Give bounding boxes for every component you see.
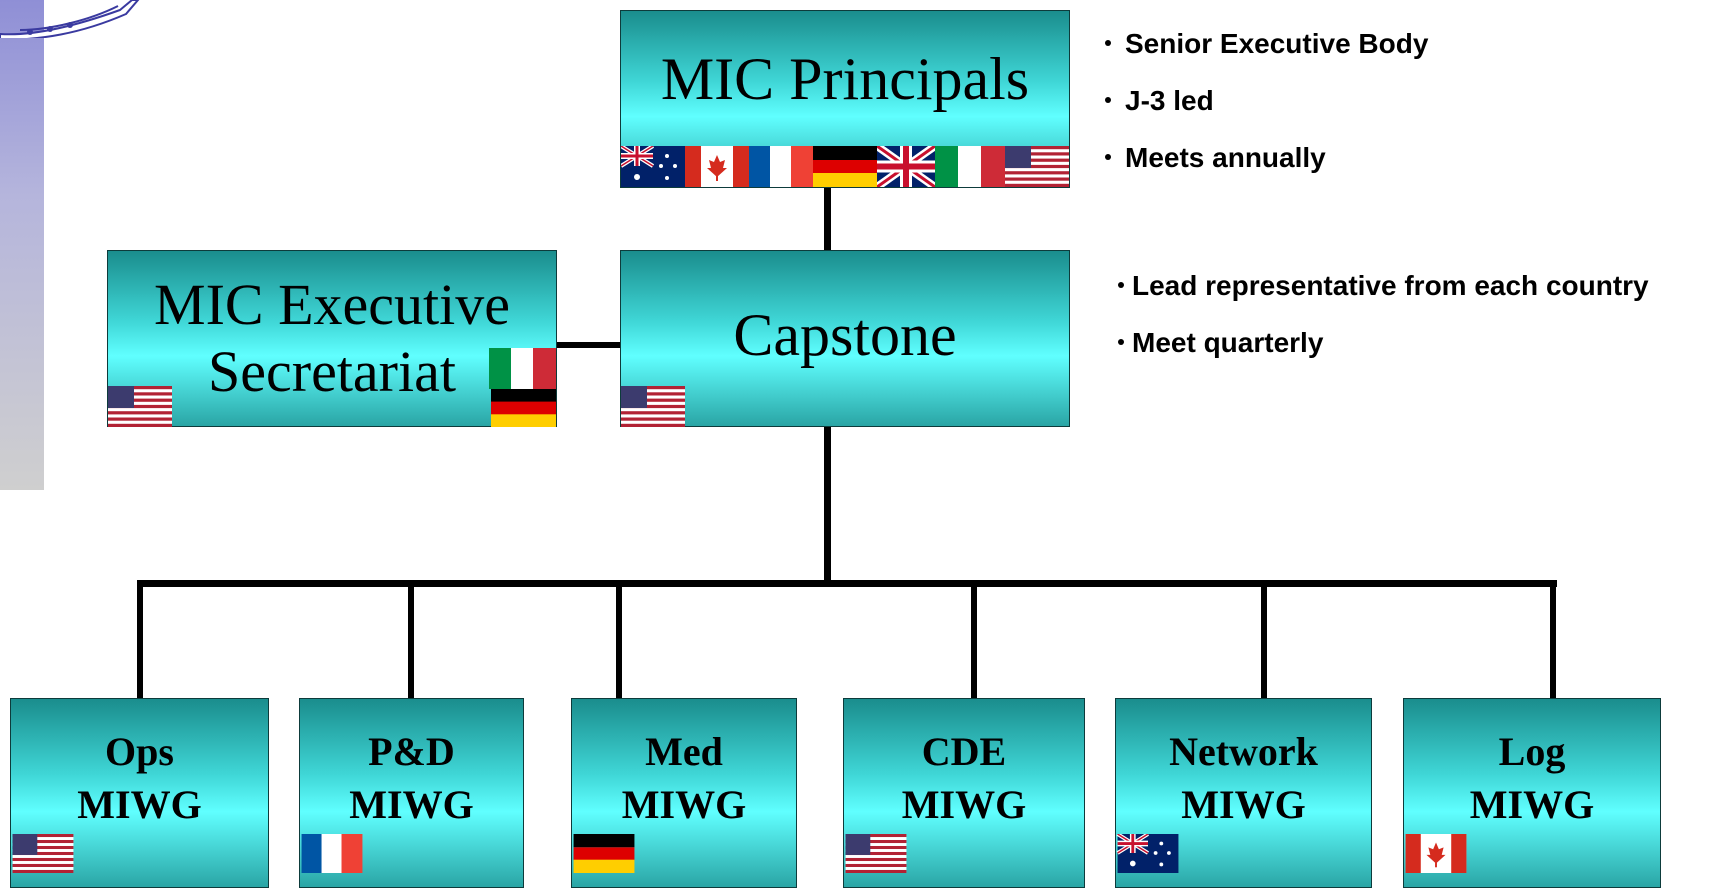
note-item: J-3 led (1105, 85, 1214, 117)
note-text: Lead representative from each country (1132, 270, 1649, 301)
us-flag (12, 834, 74, 873)
note-text: Meets annually (1125, 142, 1326, 173)
node-title-line2: MIWG (349, 782, 474, 827)
canada-flag (685, 146, 749, 187)
france-flag (749, 146, 813, 187)
us-flag (108, 386, 172, 427)
germany-flag (573, 834, 635, 873)
connector-principals-capstone (824, 188, 831, 250)
connector-drop-med (616, 580, 622, 698)
node-title-line1: Log (1498, 729, 1566, 774)
note-text: J-3 led (1125, 85, 1214, 116)
australia-flag (621, 146, 685, 187)
us-flag (845, 834, 907, 873)
germany-flag (491, 389, 556, 427)
node-title-line1: Ops (105, 729, 174, 774)
note-item: Meet quarterly (1118, 327, 1323, 359)
australia-flag (1116, 834, 1179, 873)
node-title-line2: Secretariat (208, 338, 456, 404)
node-title-line1: Network (1169, 729, 1318, 774)
node-secretariat: MIC Executive Secretariat (107, 250, 557, 427)
canada-flag (1405, 834, 1467, 873)
connector-secretariat-capstone (556, 342, 620, 348)
us-flag (621, 386, 685, 427)
node-title-line1: CDE (921, 729, 1007, 774)
node-title-line2: MIWG (901, 782, 1027, 827)
bullet-icon (1118, 281, 1124, 288)
connector-bus (137, 580, 1557, 587)
node-title-line1: Med (645, 729, 723, 774)
node-title: Capstone (733, 302, 957, 368)
note-item: Meets annually (1105, 142, 1326, 174)
germany-flag (813, 146, 877, 187)
node-title-line2: MIWG (1469, 782, 1595, 827)
note-item: Senior Executive Body (1105, 28, 1428, 60)
node-title-line1: P&D (368, 729, 455, 774)
note-text: Meet quarterly (1132, 327, 1324, 358)
bullet-icon (1105, 96, 1111, 103)
connector-drop-network (1261, 580, 1267, 698)
note-item: Lead representative from each country (1118, 270, 1649, 302)
connector-drop-pd (408, 580, 414, 698)
uk-flag (877, 146, 935, 187)
node-title-line1: MIC Executive (154, 271, 510, 337)
connector-drop-log (1550, 580, 1556, 698)
us-flag (1005, 146, 1069, 187)
bullet-icon (1118, 338, 1124, 345)
node-title-line2: MIWG (621, 782, 747, 827)
connector-capstone-bus (824, 426, 831, 584)
connector-drop-ops (137, 580, 143, 698)
bullet-icon (1105, 153, 1111, 160)
node-title-line2: MIWG (1181, 782, 1306, 827)
italy-flag (489, 348, 556, 389)
logo-icon (0, 0, 140, 38)
italy-flag (935, 146, 1005, 187)
bullet-icon (1105, 39, 1111, 46)
sidebar-decoration (0, 0, 44, 490)
note-text: Senior Executive Body (1125, 28, 1429, 59)
france-flag (301, 834, 363, 873)
node-title-line2: MIWG (77, 782, 202, 827)
node-title: MIC Principals (660, 45, 1030, 112)
connector-drop-cde (971, 580, 977, 698)
node-capstone: Capstone (620, 250, 1070, 427)
